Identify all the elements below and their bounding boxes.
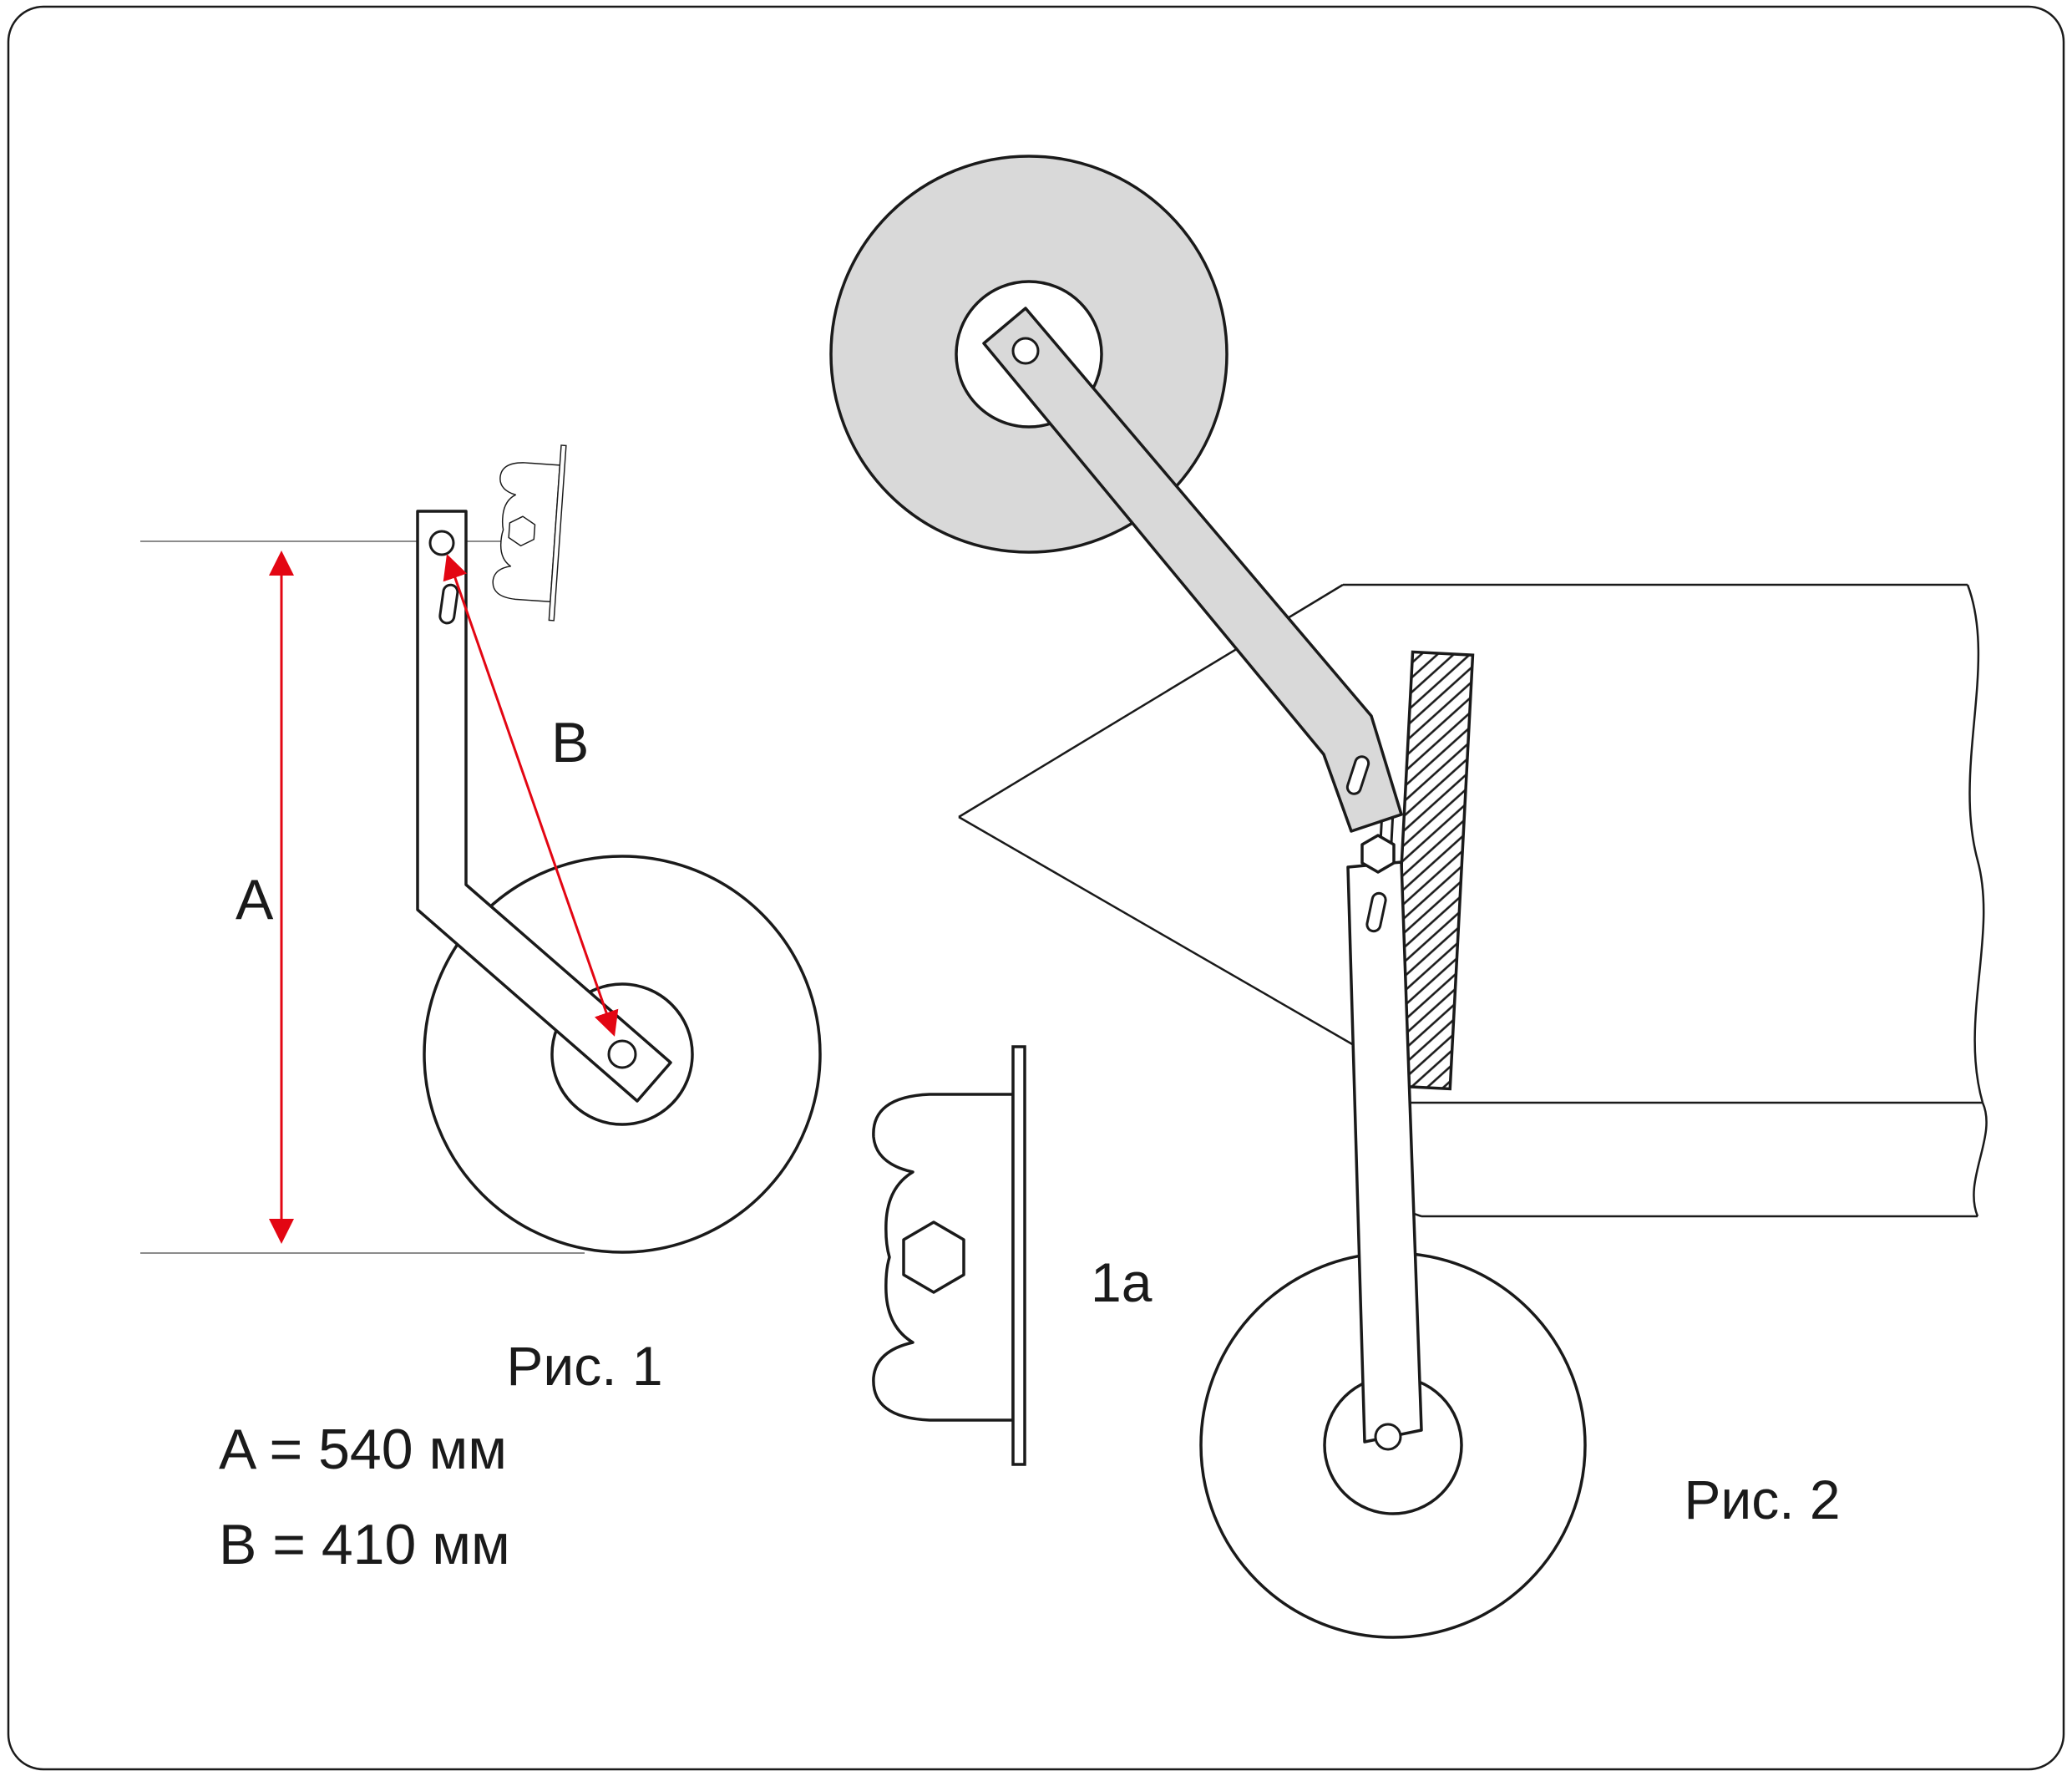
arm-down-slot [1365,891,1387,933]
fig1-arm-hub-hole [607,1039,637,1069]
figure2-caption: Рис. 2 [1684,1469,1840,1530]
fig1-arm-top-hole [428,530,455,556]
arm-down-hub-hole [1374,1423,1402,1451]
hull-right-broken-edge [1966,584,1985,1104]
dimension-b-value: B = 410 мм [219,1513,510,1576]
fig1-dimension-b-arrow [443,554,619,1037]
page-border [7,5,2065,1771]
fig1-reference-lines [140,540,585,1254]
arm-up-body [982,307,1403,833]
fig2-arm-up [982,307,1403,833]
figure1-caption: Рис. 1 [506,1335,662,1397]
dimension-a-value: A = 540 мм [219,1418,507,1481]
fig2-arm-down [1346,860,1423,1451]
pivot-hex-bolt-icon [1360,834,1396,874]
mounting-bracket-1a [872,1045,1026,1466]
hull-tube-right-broken-edge [1973,1102,1988,1217]
arm-up-slot [1345,755,1370,795]
dimension-b-letter: B [551,711,589,774]
arm-up-hub-hole [1011,337,1040,365]
bracket-1a-label: 1a [1091,1251,1153,1313]
dimension-a-letter: A [236,868,274,931]
hull-chine-bottom [958,815,1370,1056]
mounting-bracket-small [489,440,567,622]
